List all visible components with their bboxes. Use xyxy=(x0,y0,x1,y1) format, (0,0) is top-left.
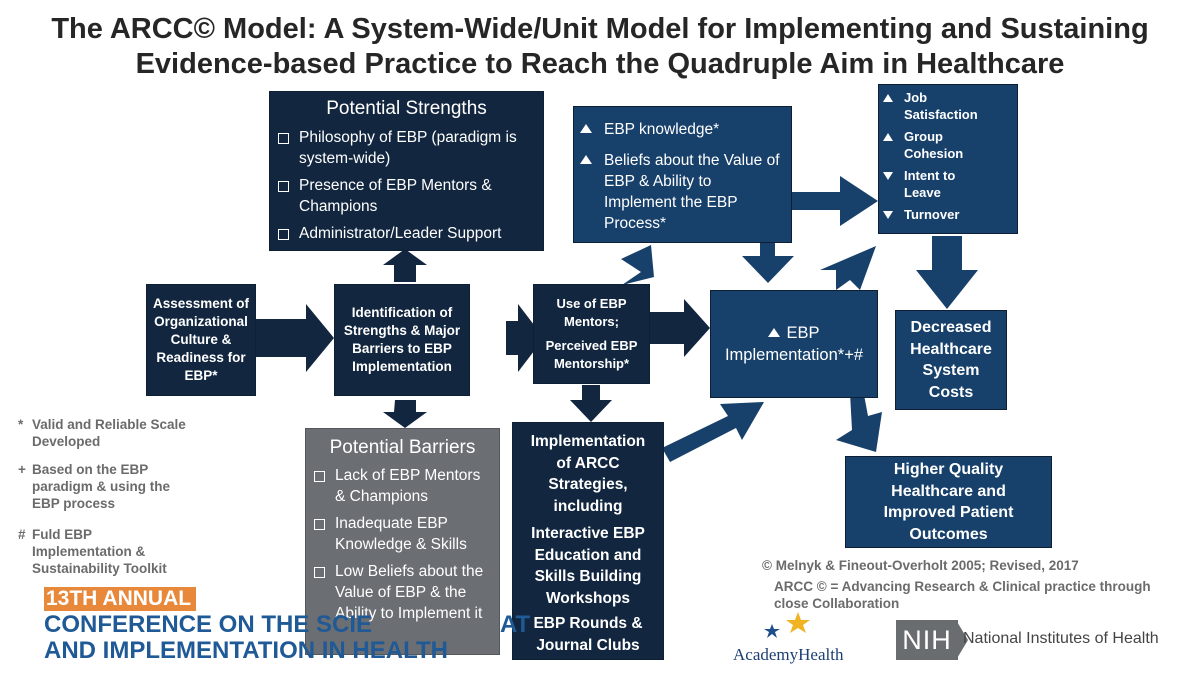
strength-item: Administrator/Leader Support xyxy=(270,223,535,244)
arcc-strategies-box: Implementation of ARCC Strategies, inclu… xyxy=(512,422,664,660)
staff-outcome-item: Intent to Leave xyxy=(879,167,1017,201)
footnote-mark: + xyxy=(18,462,26,477)
arcc-strategies-line-3: EBP Rounds & Journal Clubs xyxy=(533,615,643,654)
footnote-ebp-paradigm: + Based on the EBP paradigm & using the E… xyxy=(18,461,208,512)
copyright-line: © Melnyk & Fineout-Overholt 2005; Revise… xyxy=(762,558,1079,573)
staff-outcome-text: Turnover xyxy=(904,207,960,222)
ebp-implementation-content: EBP Implementation*+# xyxy=(711,322,877,366)
beliefs-item: Beliefs about the Value of EBP & Ability… xyxy=(574,150,791,234)
arrow-staff-outcomes-to-costs xyxy=(916,236,978,309)
barrier-item-text: Low Beliefs about the Value of EBP & the… xyxy=(335,563,484,622)
mentors-box: Use of EBP Mentors; Perceived EBP Mentor… xyxy=(533,284,650,384)
barrier-item: Inadequate EBP Knowledge & Skills xyxy=(306,513,491,555)
ebp-implementation-box: EBP Implementation*+# xyxy=(710,290,878,398)
conference-name-line-2: AND IMPLEMENTATION IN HEALTH xyxy=(44,637,448,664)
staff-outcomes-box: Job Satisfaction Group Cohesion Intent t… xyxy=(878,84,1018,234)
potential-barriers-list: Lack of EBP Mentors & Champions Inadequa… xyxy=(306,465,499,624)
footnote-valid-scale: * Valid and Reliable Scale Developed xyxy=(18,416,208,450)
potential-strengths-list: Philosophy of EBP (paradigm is system-wi… xyxy=(270,127,543,244)
arcc-definition: ARCC © = Advancing Research & Clinical p… xyxy=(774,579,1151,611)
arrow-identification-to-strengths xyxy=(383,249,427,282)
footnote-text: Fuld EBP Implementation & Sustainability… xyxy=(32,527,167,576)
arrow-strategies-to-implementation xyxy=(662,402,764,462)
conference-name-line-1: CONFERENCE ON THE SCIE xyxy=(44,611,373,638)
barrier-item-text: Lack of EBP Mentors & Champions xyxy=(335,467,481,505)
nih-badge-arrow-icon xyxy=(956,620,968,660)
arrow-up-icon xyxy=(580,155,592,164)
knowledge-beliefs-box: EBP knowledge* Beliefs about the Value o… xyxy=(573,106,792,243)
arrow-knowledge-to-staff-outcomes xyxy=(792,176,878,226)
checkbox-bullet-icon xyxy=(278,133,289,144)
mentors-line-2: Perceived EBP Mentorship* xyxy=(545,338,638,371)
quality-outcomes-box: Higher Quality Healthcare and Improved P… xyxy=(845,456,1052,548)
footnote-fuld-toolkit: # Fuld EBP Implementation & Sustainabilit… xyxy=(18,526,208,577)
checkbox-bullet-icon xyxy=(278,229,289,240)
arrow-implementation-to-quality xyxy=(836,384,882,452)
barrier-item: Lack of EBP Mentors & Champions xyxy=(306,465,491,507)
footnote-mark: # xyxy=(18,527,26,542)
ebp-implementation-label: EBP Implementation*+# xyxy=(724,324,864,364)
checkbox-bullet-icon xyxy=(314,567,325,578)
slide-title-line-2: Evidence-based Practice to Reach the Qua… xyxy=(135,48,1065,80)
arrow-down-icon xyxy=(883,172,893,180)
beliefs-item-text: Beliefs about the Value of EBP & Ability… xyxy=(604,152,780,232)
arcc-strategies-line-1: Implementation of ARCC Strategies, inclu… xyxy=(530,433,646,515)
footnote-text: Based on the EBP paradigm & using the EB… xyxy=(32,462,171,511)
checkbox-bullet-icon xyxy=(314,471,325,482)
potential-barriers-box: Potential Barriers Lack of EBP Mentors &… xyxy=(305,428,500,655)
barrier-item-text: Inadequate EBP Knowledge & Skills xyxy=(335,515,467,553)
potential-strengths-box: Potential Strengths Philosophy of EBP (p… xyxy=(269,91,544,251)
arrow-mentors-to-knowledge xyxy=(621,245,654,285)
arrow-up-icon xyxy=(883,133,893,141)
staff-outcome-text: Job Satisfaction xyxy=(904,90,978,122)
arrow-identification-to-barriers xyxy=(383,400,427,428)
staff-outcome-item: Group Cohesion xyxy=(879,128,1017,162)
nih-badge: NIH xyxy=(896,620,958,660)
staff-outcome-text: Group Cohesion xyxy=(904,129,964,161)
checkbox-bullet-icon xyxy=(278,181,289,192)
arrow-assessment-to-identification xyxy=(256,304,334,372)
arrow-identification-to-mentors xyxy=(506,304,544,372)
arrow-up-icon xyxy=(768,328,781,337)
strength-item-text: Presence of EBP Mentors & Champions xyxy=(299,177,492,215)
staff-outcome-text: Intent to Leave xyxy=(904,168,956,200)
arrow-up-icon xyxy=(883,94,893,102)
potential-barriers-title: Potential Barriers xyxy=(329,437,476,458)
strength-item-text: Philosophy of EBP (paradigm is system-wi… xyxy=(299,129,517,167)
strength-item-text: Administrator/Leader Support xyxy=(299,225,502,242)
arrow-down-icon xyxy=(883,211,893,219)
academyhealth-logo-text: AcademyHealth xyxy=(733,645,844,664)
nih-name: National Institutes of Health xyxy=(963,630,1159,647)
conference-name-line-1-end: AT xyxy=(500,611,531,638)
arrow-implementation-to-staff-outcomes xyxy=(820,246,876,290)
arrow-mentors-to-strategies xyxy=(570,385,612,422)
identification-box: Identification of Strengths & Major Barr… xyxy=(334,284,470,396)
assessment-box: Assessment of Organizational Culture & R… xyxy=(146,284,256,396)
arcc-strategies-line-2: Interactive EBP Education and Skills Bui… xyxy=(531,525,645,607)
footnote-mark: * xyxy=(18,417,24,432)
arrow-up-icon xyxy=(580,124,592,133)
potential-strengths-title: Potential Strengths xyxy=(326,98,487,119)
strength-item: Presence of EBP Mentors & Champions xyxy=(270,175,535,217)
mentors-line-1: Use of EBP Mentors; xyxy=(556,296,627,329)
slide-title-line-1: The ARCC© Model: A System-Wide/Unit Mode… xyxy=(51,13,1149,45)
decreased-costs-box: Decreased Healthcare System Costs xyxy=(895,310,1007,410)
knowledge-item-text: EBP knowledge* xyxy=(604,121,720,138)
footnote-text: Valid and Reliable Scale Developed xyxy=(32,417,186,449)
knowledge-item: EBP knowledge* xyxy=(574,119,791,140)
checkbox-bullet-icon xyxy=(314,519,325,530)
arrow-knowledge-to-implementation xyxy=(742,243,794,283)
strength-item: Philosophy of EBP (paradigm is system-wi… xyxy=(270,127,535,169)
academyhealth-stars-icon xyxy=(764,612,810,638)
arrow-mentors-to-implementation xyxy=(650,299,710,357)
annual-banner: 13TH ANNUAL xyxy=(44,587,196,611)
barrier-item: Low Beliefs about the Value of EBP & the… xyxy=(306,561,491,624)
staff-outcome-item: Job Satisfaction xyxy=(879,89,1017,123)
staff-outcome-item: Turnover xyxy=(879,206,1017,223)
